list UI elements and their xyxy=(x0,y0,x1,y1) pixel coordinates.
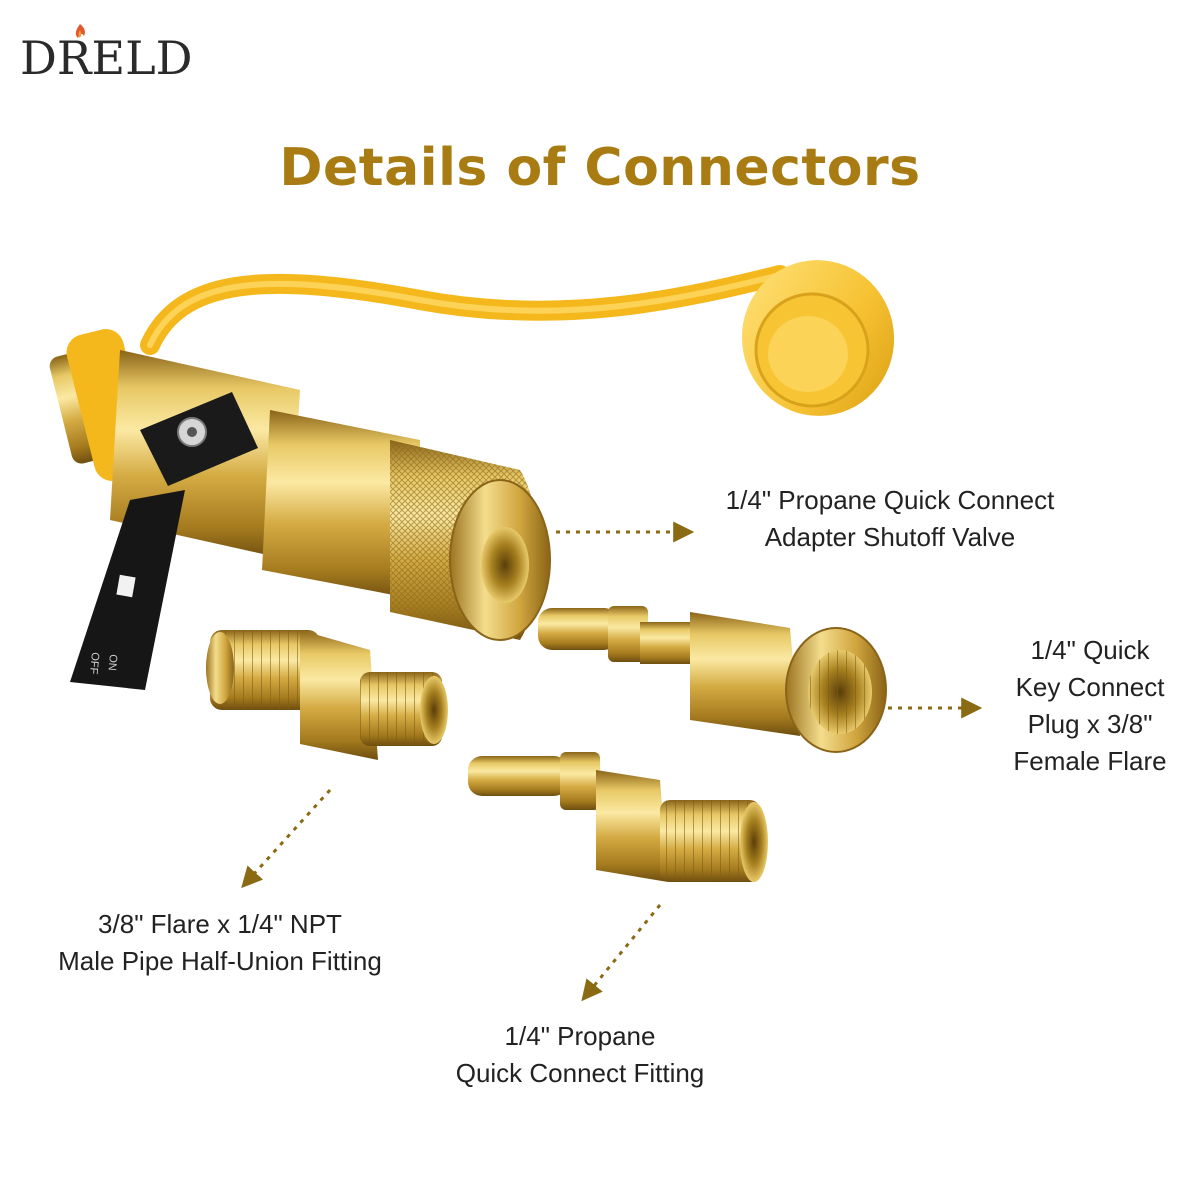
flame-icon xyxy=(75,24,85,38)
brand-logo: DRELD xyxy=(20,24,193,80)
label-line: Plug x 3/8" xyxy=(1027,709,1153,739)
label-quick-connect-plug: 1/4" Quick Key Connect Plug x 3/8" Femal… xyxy=(990,632,1190,780)
label-line: 1/4" Propane Quick Connect xyxy=(725,485,1055,515)
label-line: Male Pipe Half-Union Fitting xyxy=(58,946,382,976)
label-line: Female Flare xyxy=(1013,746,1167,776)
valve-off-marking: OFF xyxy=(87,652,101,675)
tether-strap xyxy=(140,265,790,355)
label-shutoff-valve: 1/4" Propane Quick Connect Adapter Shuto… xyxy=(700,482,1080,556)
arrow-half-union xyxy=(241,788,332,889)
label-line: 3/8" Flare x 1/4" NPT xyxy=(98,909,342,939)
quick-connect-plug xyxy=(538,606,887,753)
label-line: Quick Connect Fitting xyxy=(455,1058,705,1088)
half-union-fitting xyxy=(206,630,448,760)
label-line: Adapter Shutoff Valve xyxy=(764,522,1016,552)
page-title: Details of Connectors xyxy=(279,138,921,198)
callout-arrows xyxy=(241,521,983,1002)
label-line: 1/4" Propane xyxy=(504,1021,656,1051)
quick-connect-fitting xyxy=(468,752,768,882)
shutoff-valve: OFF ON xyxy=(49,329,551,690)
dust-cap xyxy=(741,260,895,416)
label-line: Key Connect xyxy=(1015,672,1165,702)
valve-on-marking: ON xyxy=(106,654,119,672)
logo-text: DRELD xyxy=(20,31,193,80)
label-line: 1/4" Quick xyxy=(1030,635,1150,665)
label-quick-connect-fitting: 1/4" Propane Quick Connect Fitting xyxy=(420,1018,740,1092)
arrow-fitting xyxy=(581,904,662,1002)
label-half-union-fitting: 3/8" Flare x 1/4" NPT Male Pipe Half-Uni… xyxy=(30,906,410,980)
